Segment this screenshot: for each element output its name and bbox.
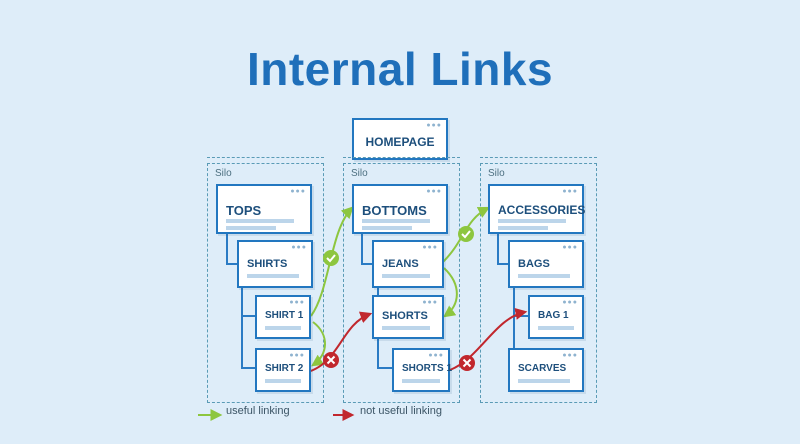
silo-label: Silo — [351, 168, 368, 179]
not-useful-link — [303, 311, 373, 374]
window-dots-icon: ●●● — [289, 299, 305, 306]
window-dots-icon: ●●● — [426, 122, 442, 129]
page-label: BOTTOMS — [362, 203, 427, 218]
page-label: TOPS — [226, 203, 262, 218]
window-dots-icon: ●●● — [562, 352, 578, 359]
diagram-title: Internal Links — [246, 43, 554, 95]
page-bottoms: ●●● BOTTOMS — [352, 184, 448, 234]
silo-label: Silo — [215, 168, 232, 179]
page-label: SHIRTS — [247, 258, 288, 270]
page-tops: ●●● TOPS — [216, 184, 312, 234]
homepage-label: HOMEPAGE — [365, 135, 435, 149]
page-label: ACCESSORIES — [498, 203, 586, 217]
page-shirts: ●●● SHIRTS — [237, 240, 313, 288]
window-dots-icon: ●●● — [562, 244, 578, 251]
window-dots-icon: ●●● — [562, 299, 578, 306]
legend-useful-label: useful linking — [226, 405, 290, 417]
useful-link — [443, 267, 458, 318]
silo-bottoms: Silo — [343, 157, 460, 403]
window-dots-icon: ●●● — [426, 188, 442, 195]
homepage-box: ●●● HOMEPAGE — [352, 118, 448, 160]
page-accessories: ●●● ACCESSORIES — [488, 184, 586, 234]
window-dots-icon: ●●● — [422, 244, 438, 251]
x-mark-icon — [323, 352, 339, 368]
page-label: SCARVES — [518, 363, 567, 374]
page-bags: ●●● BAGS — [508, 240, 584, 288]
tree-connector — [497, 234, 508, 265]
window-dots-icon: ●●● — [289, 352, 305, 359]
page-label: SHORTS 1 — [402, 363, 453, 374]
page-shorts-1: ●●● SHORTS 1 — [392, 348, 453, 392]
not-useful-link — [449, 308, 528, 371]
tree-connector — [361, 234, 372, 265]
checkmark-icon — [458, 226, 474, 242]
page-label: SHORTS — [382, 310, 428, 322]
window-dots-icon: ●●● — [290, 188, 306, 195]
page-shirt-2: ●●● SHIRT 2 — [255, 348, 311, 392]
page-label: JEANS — [382, 258, 419, 270]
page-label: SHIRT 1 — [265, 310, 304, 321]
page-jeans: ●●● JEANS — [372, 240, 444, 288]
silo-accessories: Silo — [480, 157, 597, 403]
window-dots-icon: ●●● — [562, 188, 578, 195]
checkmark-icon — [323, 250, 339, 266]
page-shirt-1: ●●● SHIRT 1 — [255, 295, 311, 339]
page-label: BAG 1 — [538, 310, 569, 321]
page-label: SHIRT 2 — [265, 363, 304, 374]
useful-link — [311, 321, 326, 367]
window-dots-icon: ●●● — [291, 244, 307, 251]
tree-connector — [241, 288, 255, 369]
window-dots-icon: ●●● — [422, 299, 438, 306]
page-scarves: ●●● SCARVES — [508, 348, 584, 392]
silo-tops: Silo — [207, 157, 324, 403]
legend-not-useful-label: not useful linking — [360, 405, 442, 417]
page-bag-1: ●●● BAG 1 — [528, 295, 584, 339]
x-mark-icon — [459, 355, 475, 371]
tree-connector — [226, 234, 237, 265]
window-dots-icon: ●●● — [428, 352, 444, 359]
page-label: BAGS — [518, 258, 550, 270]
page-shorts: ●●● SHORTS — [372, 295, 444, 339]
silo-label: Silo — [488, 168, 505, 179]
